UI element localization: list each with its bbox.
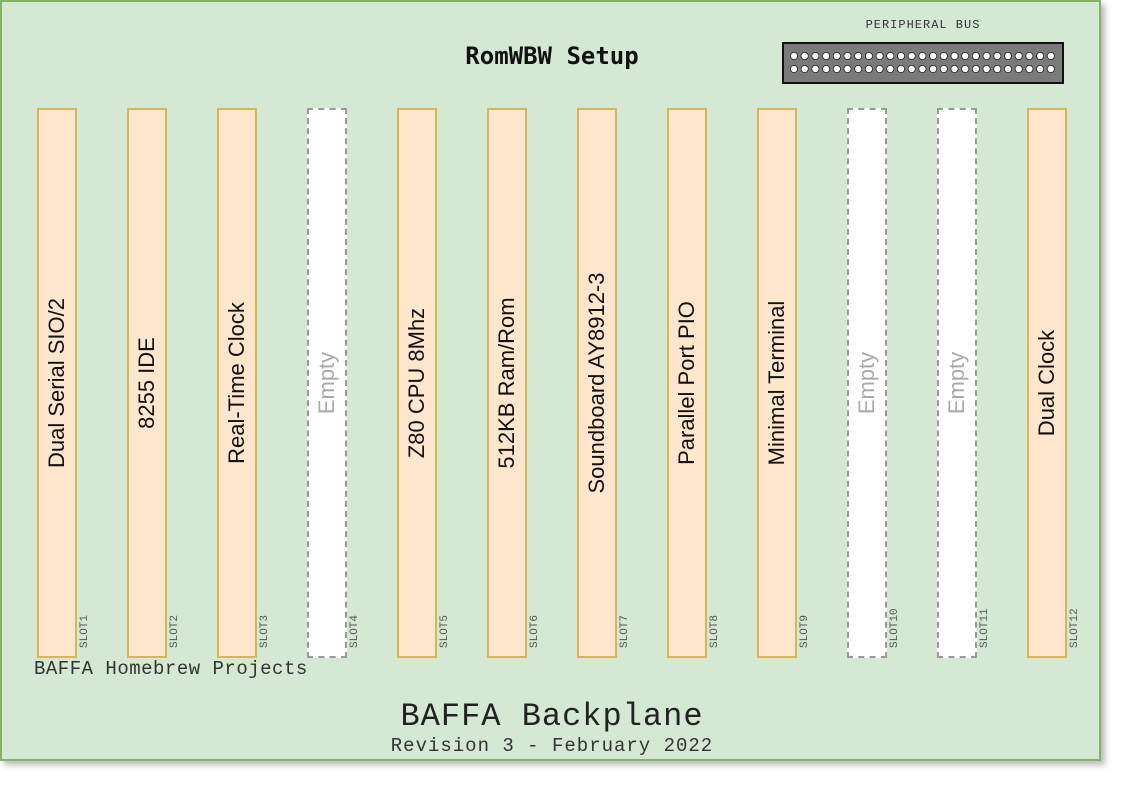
slot-id-label: SLOT1: [79, 614, 91, 648]
bus-pin: [993, 51, 1002, 60]
bus-pin: [993, 64, 1002, 73]
bus-pin: [822, 51, 831, 60]
bus-pin: [929, 64, 938, 73]
slot-id-label: SLOT12: [1069, 608, 1081, 648]
bus-pin: [982, 64, 991, 73]
bus-pin: [1014, 64, 1023, 73]
board-revision: Revision 3 - February 2022: [390, 735, 714, 757]
bus-pin: [1036, 64, 1045, 73]
bus-pin: [843, 51, 852, 60]
bus-pin: [897, 51, 906, 60]
slot-id-label: SLOT11: [979, 608, 991, 648]
slot-id-label: SLOT5: [439, 614, 451, 648]
bus-pin: [971, 51, 980, 60]
slot-card-name: Dual Serial SIO/2: [44, 298, 69, 468]
bus-pin: [907, 51, 916, 60]
slot-id-label: SLOT9: [799, 614, 811, 648]
slot-id-label: SLOT2: [169, 614, 181, 648]
bus-pin: [1036, 51, 1045, 60]
slot-8-card: Parallel Port PIO SLOT8: [667, 108, 721, 658]
bus-pin: [800, 51, 809, 60]
setup-title: RomWBW Setup: [465, 42, 639, 70]
bus-pin: [982, 51, 991, 60]
slot-id-label: SLOT4: [349, 614, 361, 648]
bus-pin: [854, 64, 863, 73]
bus-pin: [1046, 64, 1055, 73]
bus-pin: [790, 64, 798, 73]
slot-card-name: Z80 CPU 8Mhz: [404, 307, 429, 459]
bus-pin: [800, 64, 809, 73]
board-title: BAFFA Backplane: [400, 698, 704, 735]
slot-id-label: SLOT10: [889, 608, 901, 648]
bus-pin: [1046, 51, 1055, 60]
bus-pin: [950, 64, 959, 73]
peripheral-bus-connector: [782, 42, 1064, 84]
bus-pin: [918, 51, 927, 60]
slot-card-name: Soundboard AY8912-3: [584, 272, 609, 494]
bus-pin: [875, 64, 884, 73]
slot-2-card: 8255 IDE SLOT2: [127, 108, 181, 658]
bus-pin: [961, 64, 970, 73]
bus-pin: [822, 64, 831, 73]
bus-pin: [886, 64, 895, 73]
bus-pin: [950, 51, 959, 60]
bus-pin: [961, 51, 970, 60]
peripheral-bus-pins: [790, 51, 1055, 73]
bus-pin: [1014, 51, 1023, 60]
bus-pin: [832, 51, 841, 60]
bus-pin: [811, 51, 820, 60]
bus-pin: [864, 64, 873, 73]
slot-id-label: SLOT3: [259, 614, 271, 648]
bus-pin: [843, 64, 852, 73]
company-name: BAFFA Homebrew Projects: [34, 658, 308, 680]
bus-pin: [971, 64, 980, 73]
slot-card-name: Real-Time Clock: [224, 302, 249, 464]
bus-pin: [918, 64, 927, 73]
slot-card-name: Dual Clock: [1034, 329, 1059, 437]
bus-pin: [875, 51, 884, 60]
slot-card-name: Empty: [314, 351, 339, 415]
bus-pin: [1003, 51, 1012, 60]
slot-id-label: SLOT7: [619, 614, 631, 648]
slot-card-name: Empty: [854, 351, 879, 415]
bus-pin: [939, 51, 948, 60]
slot-card-name: 512KB Ram/Rom: [494, 297, 519, 469]
bus-pin: [854, 51, 863, 60]
bus-pin: [929, 51, 938, 60]
slot-id-label: SLOT8: [709, 614, 721, 648]
bus-pin: [897, 64, 906, 73]
backplane-board: RomWBW Setup PERIPHERAL BUS Dual Serial …: [0, 0, 1101, 761]
bus-pin: [790, 51, 798, 60]
slot-card-name: Minimal Terminal: [764, 300, 789, 466]
bus-pin: [939, 64, 948, 73]
bus-pin: [864, 51, 873, 60]
slot-card-name: 8255 IDE: [134, 337, 159, 429]
bus-pin: [1025, 51, 1034, 60]
bus-pin: [1003, 64, 1012, 73]
slot-card-name: Empty: [944, 351, 969, 415]
slot-id-label: SLOT6: [529, 614, 541, 648]
peripheral-bus-label: PERIPHERAL BUS: [865, 18, 981, 32]
slot-card-name: Parallel Port PIO: [674, 301, 699, 465]
bus-pin: [1025, 64, 1034, 73]
bus-pin: [811, 64, 820, 73]
bus-pin: [907, 64, 916, 73]
bus-pin: [832, 64, 841, 73]
bus-pin: [886, 51, 895, 60]
